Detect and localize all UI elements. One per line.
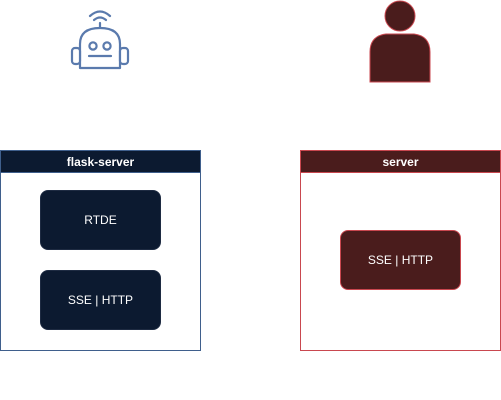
user-icon: [368, 0, 432, 84]
robot-icon: [66, 6, 134, 74]
server-sse-http-label: SSE | HTTP: [367, 253, 434, 267]
server-sse-http-box: SSE | HTTP: [340, 230, 461, 290]
rtde-label: RTDE: [84, 213, 117, 227]
flask-server-title: flask-server: [1, 151, 200, 173]
rtde-box: RTDE: [40, 190, 161, 250]
server-title: server: [301, 151, 500, 173]
flask-sse-http-label: SSE | HTTP: [67, 293, 134, 307]
flask-sse-http-box: SSE | HTTP: [40, 270, 161, 330]
